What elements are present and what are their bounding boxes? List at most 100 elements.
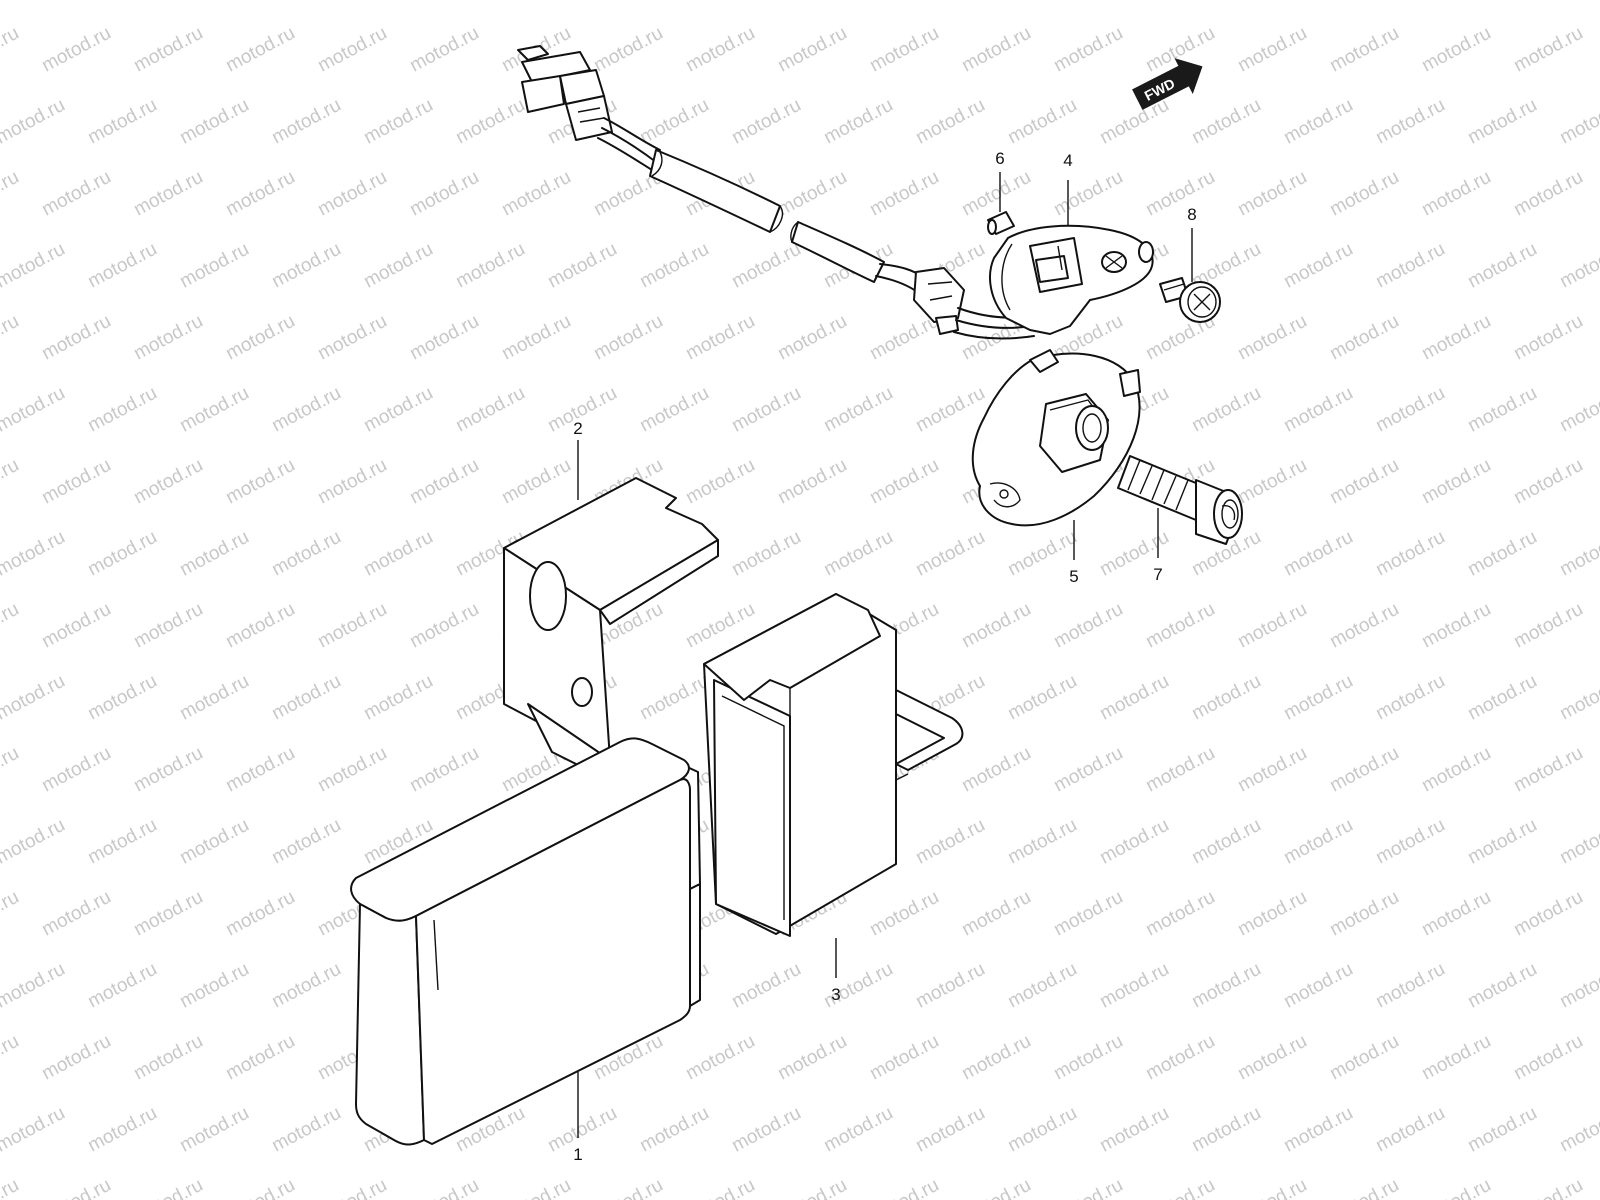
watermark-text: motod.ru xyxy=(84,527,160,581)
watermark-text: motod.ru xyxy=(912,527,988,581)
watermark-text: motod.ru xyxy=(314,599,390,653)
watermark-text: motod.ru xyxy=(728,239,804,293)
part-6-pin xyxy=(987,211,1015,235)
watermark-text: motod.ru xyxy=(84,1103,160,1157)
watermark-text: motod.ru xyxy=(1556,1103,1600,1157)
watermark-text: motod.ru xyxy=(1510,1175,1586,1200)
watermark-text: motod.ru xyxy=(682,1031,758,1085)
watermark-text: motod.ru xyxy=(1004,95,1080,149)
watermark-text: motod.ru xyxy=(1372,0,1448,4)
watermark-text: motod.ru xyxy=(912,959,988,1013)
watermark-text: motod.ru xyxy=(314,743,390,797)
watermark-text: motod.ru xyxy=(1096,95,1172,149)
watermark-text: motod.ru xyxy=(866,887,942,941)
watermark-text: motod.ru xyxy=(636,95,712,149)
watermark-text: motod.ru xyxy=(406,167,482,221)
watermark-text: motod.ru xyxy=(1004,0,1080,4)
watermark-text: motod.ru xyxy=(1188,671,1264,725)
watermark-text: motod.ru xyxy=(222,167,298,221)
watermark-text: motod.ru xyxy=(130,887,206,941)
watermark-text: motod.ru xyxy=(0,1031,23,1085)
callout-8: 8 xyxy=(1187,205,1196,224)
watermark-text: motod.ru xyxy=(1464,527,1540,581)
watermark-text: motod.ru xyxy=(1326,1031,1402,1085)
watermark-text: motod.ru xyxy=(1050,1175,1126,1200)
callout-3: 3 xyxy=(831,985,840,1004)
watermark-text: motod.ru xyxy=(590,311,666,365)
watermark-text: motod.ru xyxy=(222,743,298,797)
watermark-text: motod.ru xyxy=(774,311,850,365)
watermark-text: motod.ru xyxy=(1510,1031,1586,1085)
watermark-text: motod.ru xyxy=(1280,959,1356,1013)
watermark-text: motod.ru xyxy=(222,1031,298,1085)
watermark-text: motod.ru xyxy=(268,959,344,1013)
watermark-text: motod.ru xyxy=(958,887,1034,941)
fwd-arrow-badge: FWD xyxy=(1132,58,1203,110)
watermark-text: motod.ru xyxy=(958,1175,1034,1200)
watermark-text: motod.ru xyxy=(1280,815,1356,869)
watermark-text: motod.ru xyxy=(912,0,988,4)
part-8-screw xyxy=(1159,277,1221,323)
watermark-text: motod.ru xyxy=(1280,527,1356,581)
watermark-text: motod.ru xyxy=(1418,1175,1494,1200)
watermark-text: motod.ru xyxy=(130,23,206,77)
watermark-text: motod.ru xyxy=(1142,167,1218,221)
watermark-text: motod.ru xyxy=(176,959,252,1013)
watermark-text: motod.ru xyxy=(1188,0,1264,4)
watermark-text: motod.ru xyxy=(1326,887,1402,941)
watermark-text: motod.ru xyxy=(314,167,390,221)
watermark-text: motod.ru xyxy=(728,95,804,149)
watermark-text: motod.ru xyxy=(1234,743,1310,797)
watermark-text: motod.ru xyxy=(406,1175,482,1200)
watermark-text: motod.ru xyxy=(774,455,850,509)
watermark-text: motod.ru xyxy=(1464,95,1540,149)
watermark-text: motod.ru xyxy=(498,1175,574,1200)
watermark-text: motod.ru xyxy=(360,239,436,293)
watermark-text: motod.ru xyxy=(0,959,69,1013)
watermark-text: motod.ru xyxy=(176,671,252,725)
watermark-text: motod.ru xyxy=(1326,599,1402,653)
watermark-text: motod.ru xyxy=(820,527,896,581)
watermark-text: motod.ru xyxy=(1510,743,1586,797)
watermark-text: motod.ru xyxy=(130,167,206,221)
watermark-text: motod.ru xyxy=(0,383,69,437)
watermark-text: motod.ru xyxy=(1234,599,1310,653)
watermark-text: motod.ru xyxy=(176,527,252,581)
watermark-text: motod.ru xyxy=(544,239,620,293)
watermark-text: motod.ru xyxy=(1004,815,1080,869)
watermark-text: motod.ru xyxy=(1418,23,1494,77)
watermark-text: motod.ru xyxy=(406,311,482,365)
watermark-text: motod.ru xyxy=(406,599,482,653)
watermark-text: motod.ru xyxy=(1418,455,1494,509)
watermark-text: motod.ru xyxy=(1326,1175,1402,1200)
part-4-pickup-coil-harness xyxy=(517,45,1154,340)
watermark-text: motod.ru xyxy=(1280,239,1356,293)
watermark-text: motod.ru xyxy=(1418,599,1494,653)
watermark-text: motod.ru xyxy=(1372,527,1448,581)
watermark-text: motod.ru xyxy=(1464,383,1540,437)
watermark-text: motod.ru xyxy=(0,887,23,941)
watermark-text: motod.ru xyxy=(84,383,160,437)
watermark-text: motod.ru xyxy=(1372,1103,1448,1157)
watermark-text: motod.ru xyxy=(1004,671,1080,725)
watermark-text: motod.ru xyxy=(1464,1103,1540,1157)
watermark-text: motod.ru xyxy=(820,95,896,149)
watermark-text: motod.ru xyxy=(0,527,69,581)
watermark-text: motod.ru xyxy=(912,1103,988,1157)
watermark-text: motod.ru xyxy=(314,23,390,77)
watermark-text: motod.ru xyxy=(1280,1103,1356,1157)
watermark-text: motod.ru xyxy=(1418,743,1494,797)
part-7-bolt xyxy=(1117,455,1243,545)
watermark-text: motod.ru xyxy=(0,0,69,4)
watermark-text: motod.ru xyxy=(360,0,436,4)
watermark-text: motod.ru xyxy=(958,599,1034,653)
watermark-text: motod.ru xyxy=(866,455,942,509)
callout-4: 4 xyxy=(1063,151,1072,170)
watermark-text: motod.ru xyxy=(682,1175,758,1200)
watermark-text: motod.ru xyxy=(590,1175,666,1200)
watermark-text: motod.ru xyxy=(1556,0,1600,4)
watermark-text: motod.ru xyxy=(1004,959,1080,1013)
watermark-text: motod.ru xyxy=(912,383,988,437)
watermark-text: motod.ru xyxy=(958,23,1034,77)
